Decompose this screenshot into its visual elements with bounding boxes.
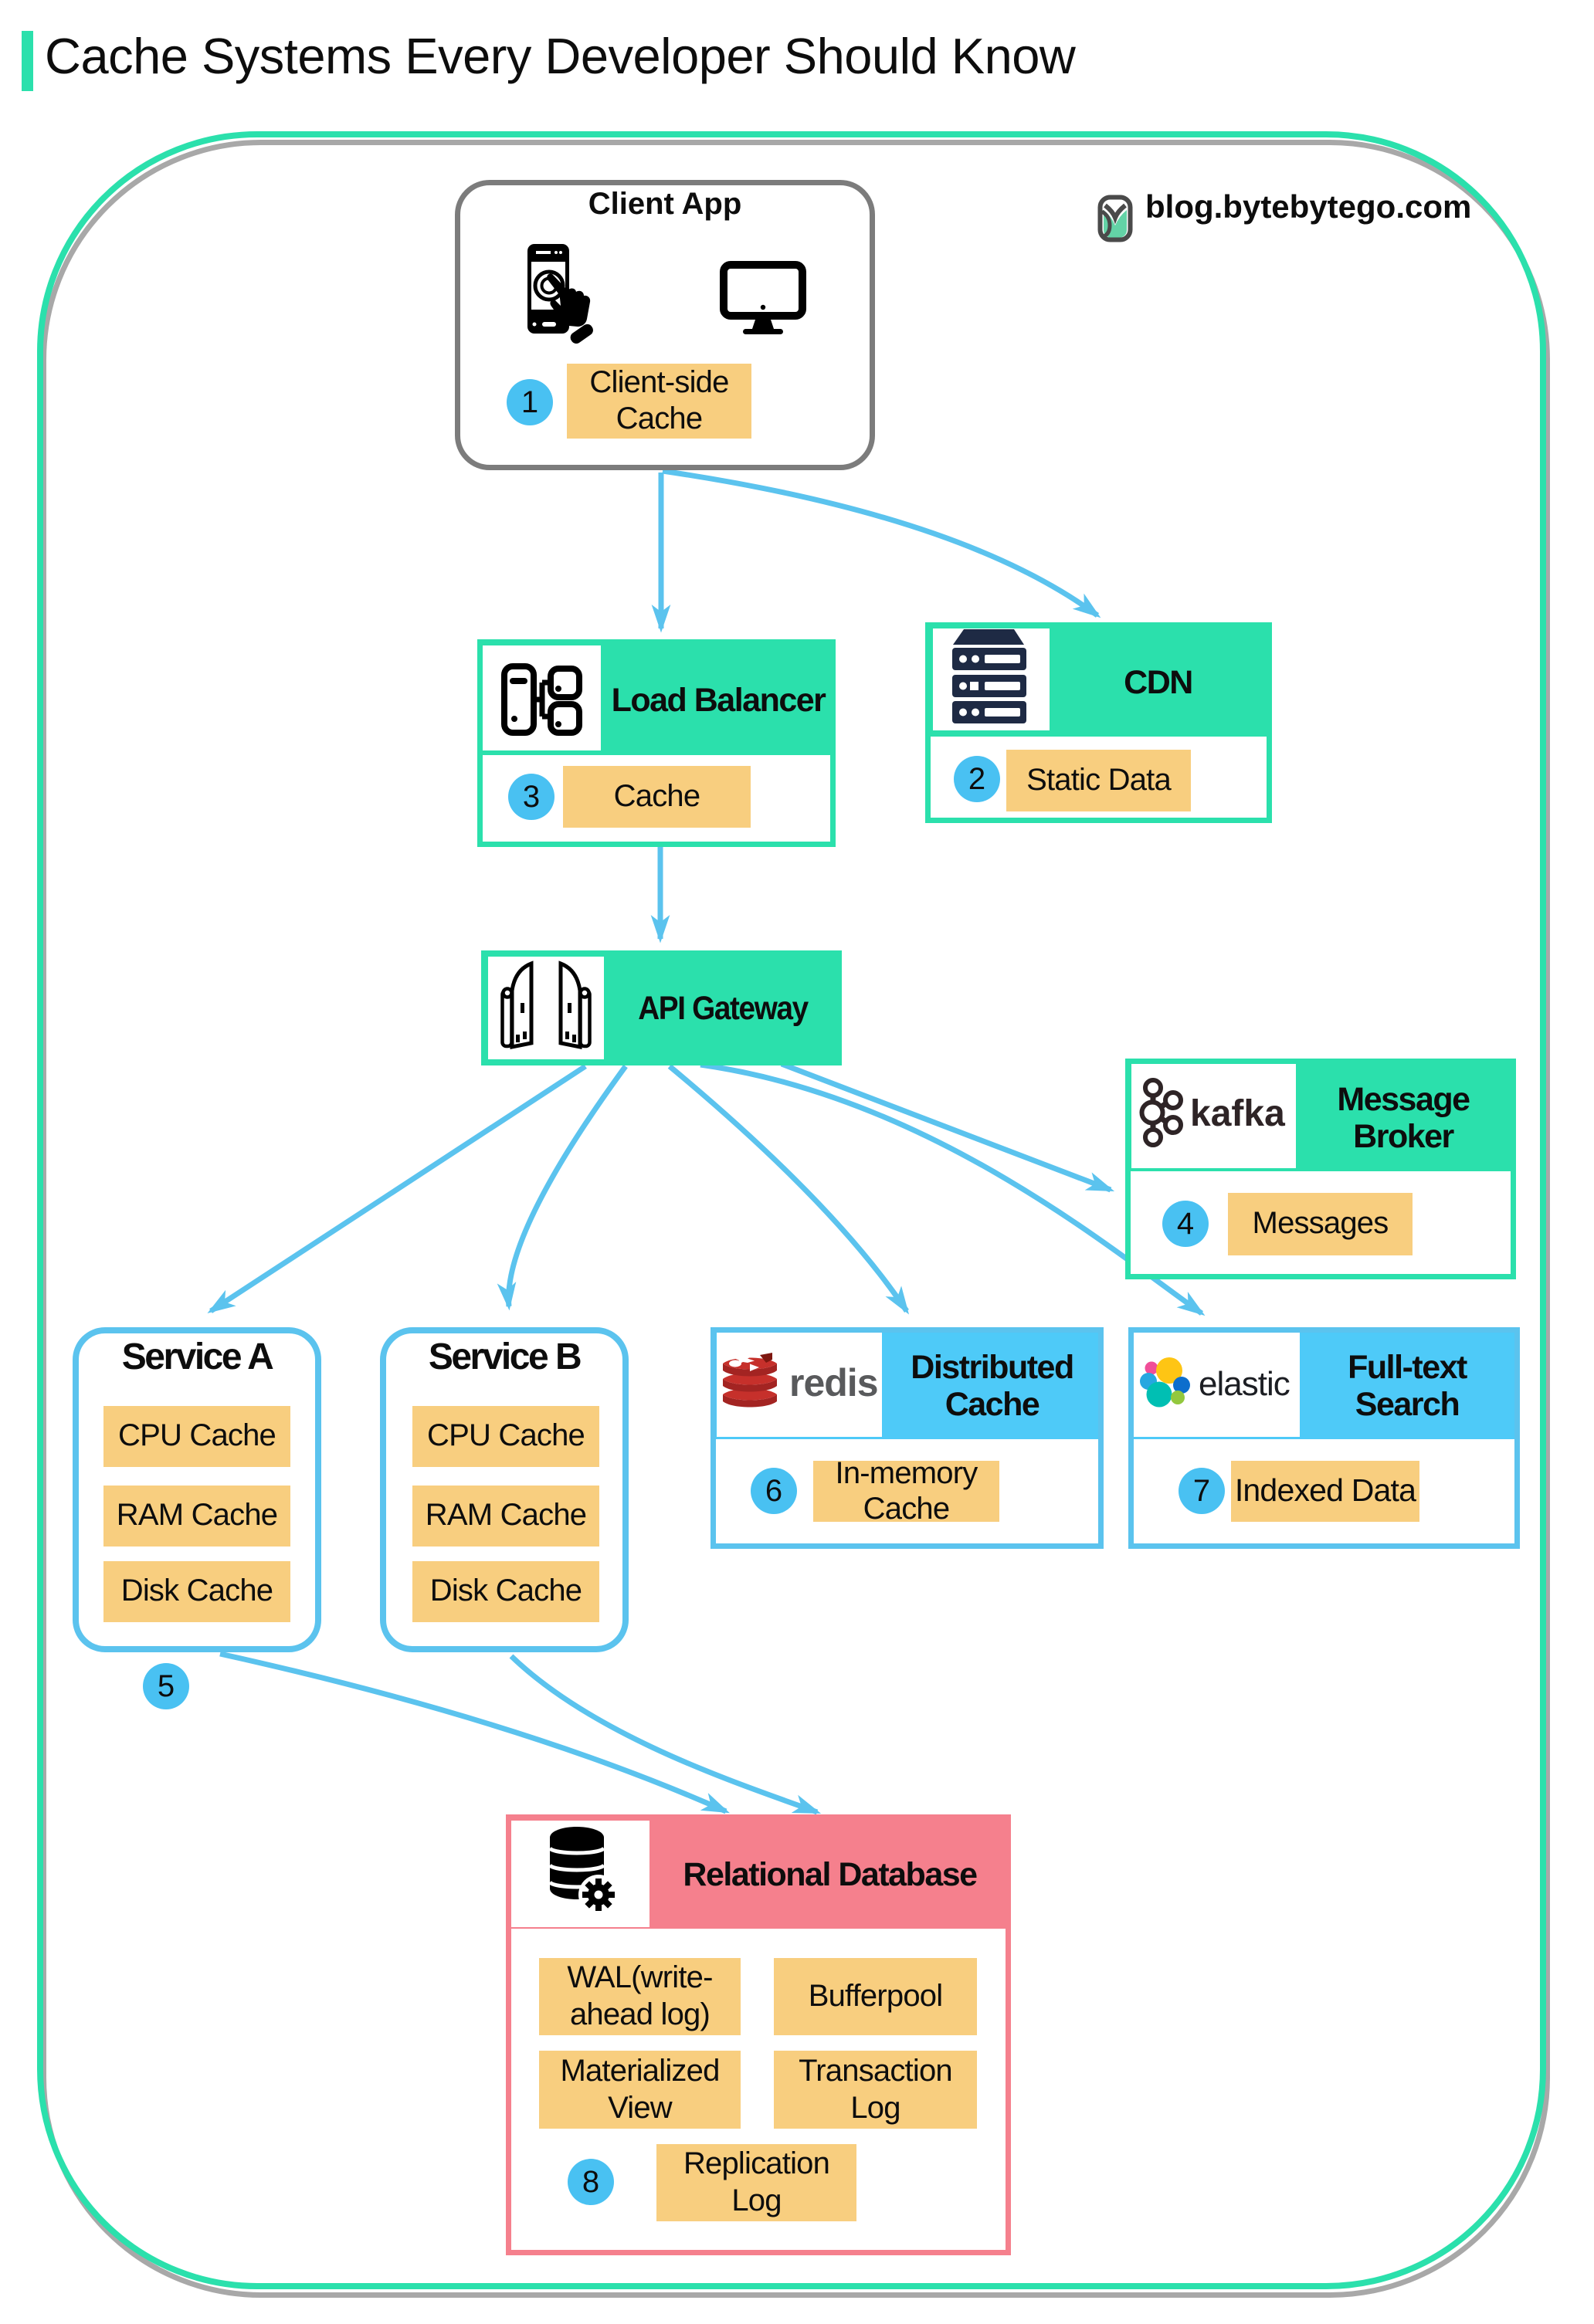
svg-text:elastic: elastic — [1199, 1365, 1290, 1403]
svg-text:kafka: kafka — [1190, 1093, 1285, 1134]
svg-text:redis: redis — [789, 1361, 878, 1404]
